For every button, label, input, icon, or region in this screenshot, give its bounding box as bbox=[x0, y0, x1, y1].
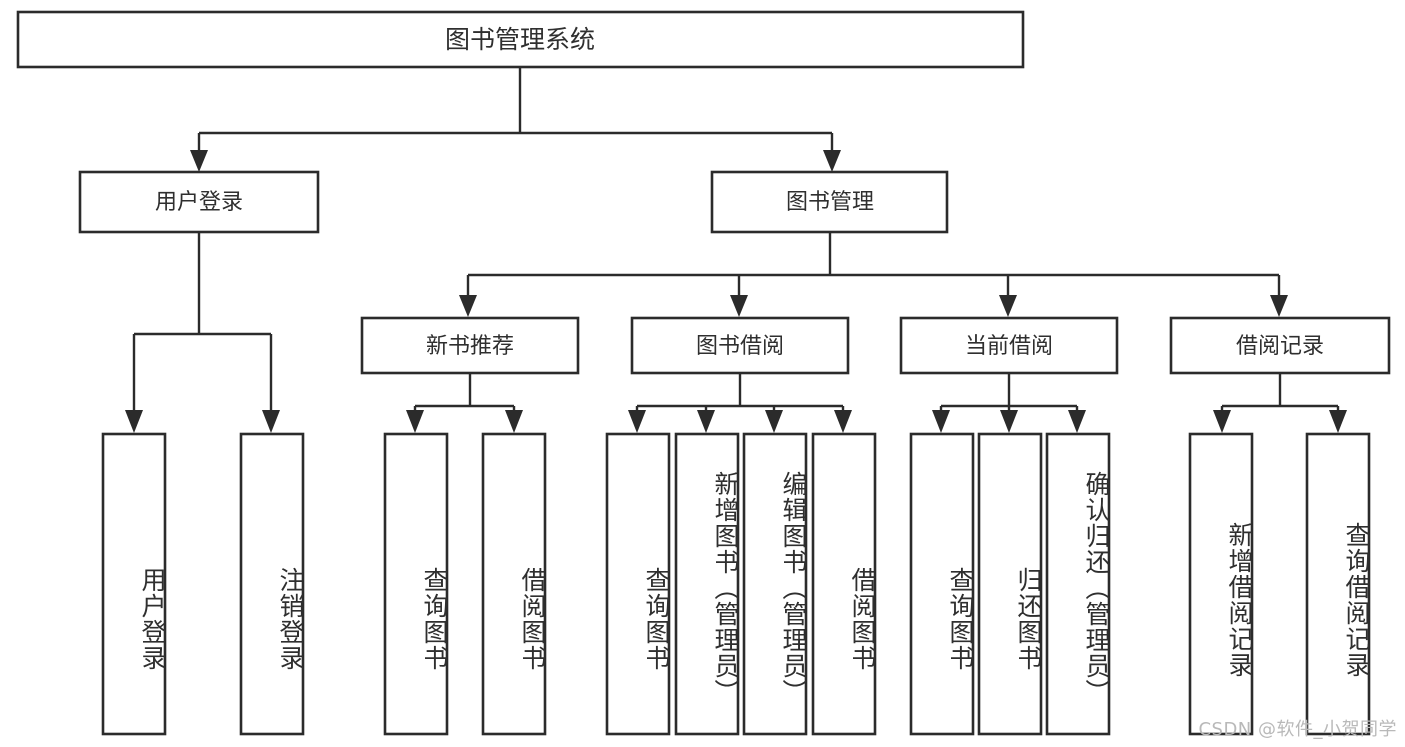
leaf-box-query-book-2[interactable] bbox=[605, 432, 671, 736]
leaf-boxes bbox=[101, 432, 1371, 736]
node-current-borrow[interactable]: 当前借阅 bbox=[899, 316, 1119, 375]
node-user-login[interactable]: 用户登录 bbox=[78, 170, 320, 234]
connector-book-management-to-level3 bbox=[459, 232, 1288, 317]
leaf-box-borrow-book-2[interactable] bbox=[811, 432, 877, 736]
arrow-head-icon bbox=[1068, 410, 1086, 433]
leaf-box-confirm-return-admin[interactable] bbox=[1045, 432, 1111, 736]
arrow-head-icon bbox=[125, 410, 143, 433]
connector-user-login-to-leaves bbox=[125, 232, 280, 433]
arrow-head-icon bbox=[999, 295, 1017, 317]
connector-current-borrow-to-leaves bbox=[932, 373, 1086, 433]
leaf-box-user-login[interactable] bbox=[101, 432, 167, 736]
arrow-head-icon bbox=[1213, 410, 1231, 433]
leaf-box-query-book-1[interactable] bbox=[383, 432, 449, 736]
connector-root-to-level2 bbox=[190, 67, 841, 172]
connector-new-book-recommend-to-leaves bbox=[406, 373, 523, 433]
arrow-head-icon bbox=[1270, 295, 1288, 317]
node-borrow-record-label: 借阅记录 bbox=[1236, 334, 1324, 359]
node-user-login-box[interactable] bbox=[78, 170, 320, 234]
node-root-box[interactable] bbox=[16, 10, 1025, 69]
arrow-head-icon bbox=[262, 410, 280, 433]
arrow-head-icon bbox=[1329, 410, 1347, 433]
arrow-head-icon bbox=[834, 410, 852, 433]
node-book-management-label: 图书管理 bbox=[786, 190, 874, 215]
node-borrow-record[interactable]: 借阅记录 bbox=[1169, 316, 1391, 375]
arrow-head-icon bbox=[823, 150, 841, 172]
leaf-box-edit-book-admin[interactable] bbox=[742, 432, 808, 736]
leaf-box-query-book-3[interactable] bbox=[909, 432, 975, 736]
node-root-label: 图书管理系统 bbox=[445, 25, 595, 54]
arrow-head-icon bbox=[730, 295, 748, 317]
node-new-book-recommend-box[interactable] bbox=[360, 316, 580, 375]
connector-borrow-record-to-leaves bbox=[1213, 373, 1347, 433]
leaf-box-logout[interactable] bbox=[239, 432, 305, 736]
node-book-management[interactable]: 图书管理 bbox=[710, 170, 949, 234]
arrow-head-icon bbox=[932, 410, 950, 433]
leaf-box-add-book-admin[interactable] bbox=[674, 432, 740, 736]
leaf-box-borrow-book-1[interactable] bbox=[481, 432, 547, 736]
node-user-login-label: 用户登录 bbox=[155, 190, 243, 215]
leaf-box-return-book[interactable] bbox=[977, 432, 1043, 736]
node-current-borrow-box[interactable] bbox=[899, 316, 1119, 375]
arrow-head-icon bbox=[459, 295, 477, 317]
node-current-borrow-label: 当前借阅 bbox=[965, 334, 1053, 359]
leaf-box-query-borrow-record[interactable] bbox=[1305, 432, 1371, 736]
arrow-head-icon bbox=[505, 410, 523, 433]
arrow-head-icon bbox=[628, 410, 646, 433]
arrow-head-icon bbox=[190, 150, 208, 172]
connector-book-borrow-to-leaves bbox=[628, 373, 852, 433]
arrow-head-icon bbox=[697, 410, 715, 433]
arrow-head-icon bbox=[765, 410, 783, 433]
node-book-borrow-label: 图书借阅 bbox=[696, 334, 784, 359]
node-new-book-recommend[interactable]: 新书推荐 bbox=[360, 316, 580, 375]
node-book-borrow[interactable]: 图书借阅 bbox=[630, 316, 850, 375]
leaf-box-add-borrow-record[interactable] bbox=[1188, 432, 1254, 736]
arrow-head-icon bbox=[1000, 410, 1018, 433]
arrow-head-icon bbox=[406, 410, 424, 433]
node-root[interactable]: 图书管理系统 bbox=[16, 10, 1025, 69]
csdn-watermark: CSDN @软件_小贺同学 bbox=[1198, 719, 1397, 740]
node-new-book-recommend-label: 新书推荐 bbox=[426, 334, 514, 359]
